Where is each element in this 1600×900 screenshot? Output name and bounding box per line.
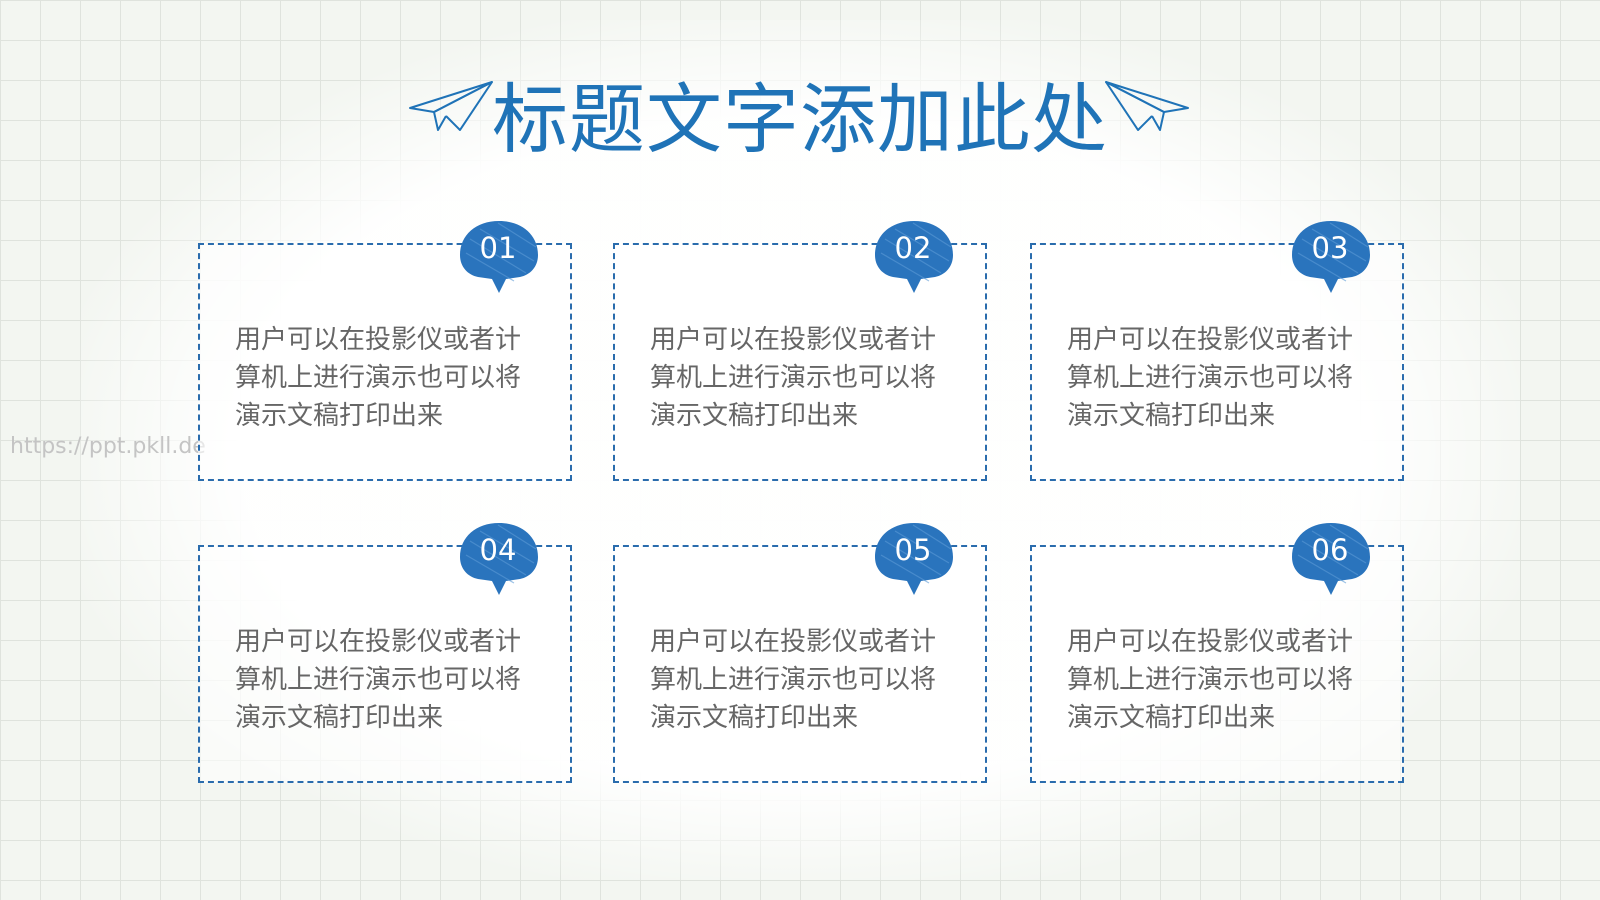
watermark: https://ppt.pkll.de (10, 434, 206, 459)
speech-bubble-icon (1292, 523, 1370, 595)
speech-bubble-icon (1292, 221, 1370, 293)
info-card: 02 用户可以在投影仪或者计算机上进行演示也可以将演示文稿打印出来 (613, 221, 987, 481)
number-badge: 02 (873, 219, 955, 301)
info-card: 05 用户可以在投影仪或者计算机上进行演示也可以将演示文稿打印出来 (613, 523, 987, 783)
number-badge: 06 (1290, 521, 1372, 603)
badge-number: 06 (1311, 533, 1349, 567)
badge-number: 01 (479, 231, 517, 265)
info-card: 03 用户可以在投影仪或者计算机上进行演示也可以将演示文稿打印出来 (1030, 221, 1404, 481)
info-card: 01 用户可以在投影仪或者计算机上进行演示也可以将演示文稿打印出来 (198, 221, 572, 481)
speech-bubble-icon (460, 523, 538, 595)
info-card: 06 用户可以在投影仪或者计算机上进行演示也可以将演示文稿打印出来 (1030, 523, 1404, 783)
paper-plane-left-icon (409, 81, 493, 131)
speech-bubble-icon (460, 221, 538, 293)
badge-number: 04 (479, 533, 517, 567)
card-text: 用户可以在投影仪或者计算机上进行演示也可以将演示文稿打印出来 (1067, 325, 1354, 431)
paper-plane-right-icon (1105, 81, 1189, 131)
info-card: 04 用户可以在投影仪或者计算机上进行演示也可以将演示文稿打印出来 (198, 523, 572, 783)
card-text: 用户可以在投影仪或者计算机上进行演示也可以将演示文稿打印出来 (650, 627, 937, 733)
speech-bubble-icon (875, 221, 953, 293)
number-badge: 04 (458, 521, 540, 603)
number-badge: 05 (873, 521, 955, 603)
card-text: 用户可以在投影仪或者计算机上进行演示也可以将演示文稿打印出来 (1067, 627, 1354, 733)
card-text: 用户可以在投影仪或者计算机上进行演示也可以将演示文稿打印出来 (235, 627, 522, 733)
number-badge: 01 (458, 219, 540, 301)
page-title: 标题文字添加此处 (492, 75, 1108, 164)
badge-number: 02 (894, 231, 932, 265)
number-badge: 03 (1290, 219, 1372, 301)
badge-number: 05 (894, 533, 932, 567)
speech-bubble-icon (875, 523, 953, 595)
card-text: 用户可以在投影仪或者计算机上进行演示也可以将演示文稿打印出来 (235, 325, 522, 431)
card-text: 用户可以在投影仪或者计算机上进行演示也可以将演示文稿打印出来 (650, 325, 937, 431)
badge-number: 03 (1311, 231, 1349, 265)
